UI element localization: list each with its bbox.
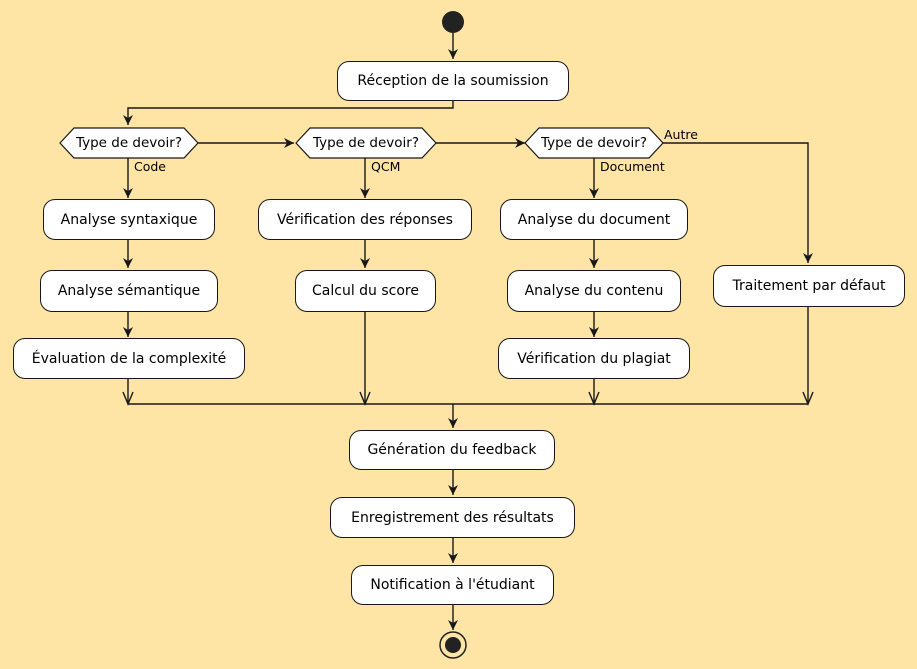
decision-shape-1 [59, 127, 199, 159]
branch-label-code: Code [134, 159, 167, 174]
branch-label-document: Document [600, 159, 665, 174]
decision-3-label: Type de devoir? [540, 135, 648, 151]
decision-2-label: Type de devoir? [312, 135, 420, 151]
action-complexity: Évaluation de la complexité [13, 338, 245, 379]
action-score: Calcul du score [295, 270, 436, 312]
decision-shape-2 [295, 127, 437, 159]
action-document-analysis: Analyse du document [500, 199, 688, 240]
action-syntax-analysis: Analyse syntaxique [43, 199, 215, 240]
action-plagiarism: Vérification du plagiat [498, 338, 690, 379]
action-notify: Notification à l'étudiant [351, 565, 554, 605]
action-feedback: Génération du feedback [349, 430, 555, 470]
action-save-results: Enregistrement des résultats [330, 497, 575, 538]
decision-shape-3 [524, 127, 664, 159]
branch-label-other: Autre [664, 127, 698, 142]
action-default: Traitement par défaut [713, 265, 905, 307]
decision-1-label: Type de devoir? [75, 135, 183, 151]
action-reception: Réception de la soumission [337, 61, 569, 101]
action-semantic-analysis: Analyse sémantique [40, 270, 218, 312]
action-verify-answers: Vérification des réponses [258, 199, 472, 240]
branch-label-qcm: QCM [371, 159, 401, 174]
start-node [442, 11, 464, 33]
end-node [439, 631, 467, 659]
action-content-analysis: Analyse du contenu [507, 270, 681, 312]
